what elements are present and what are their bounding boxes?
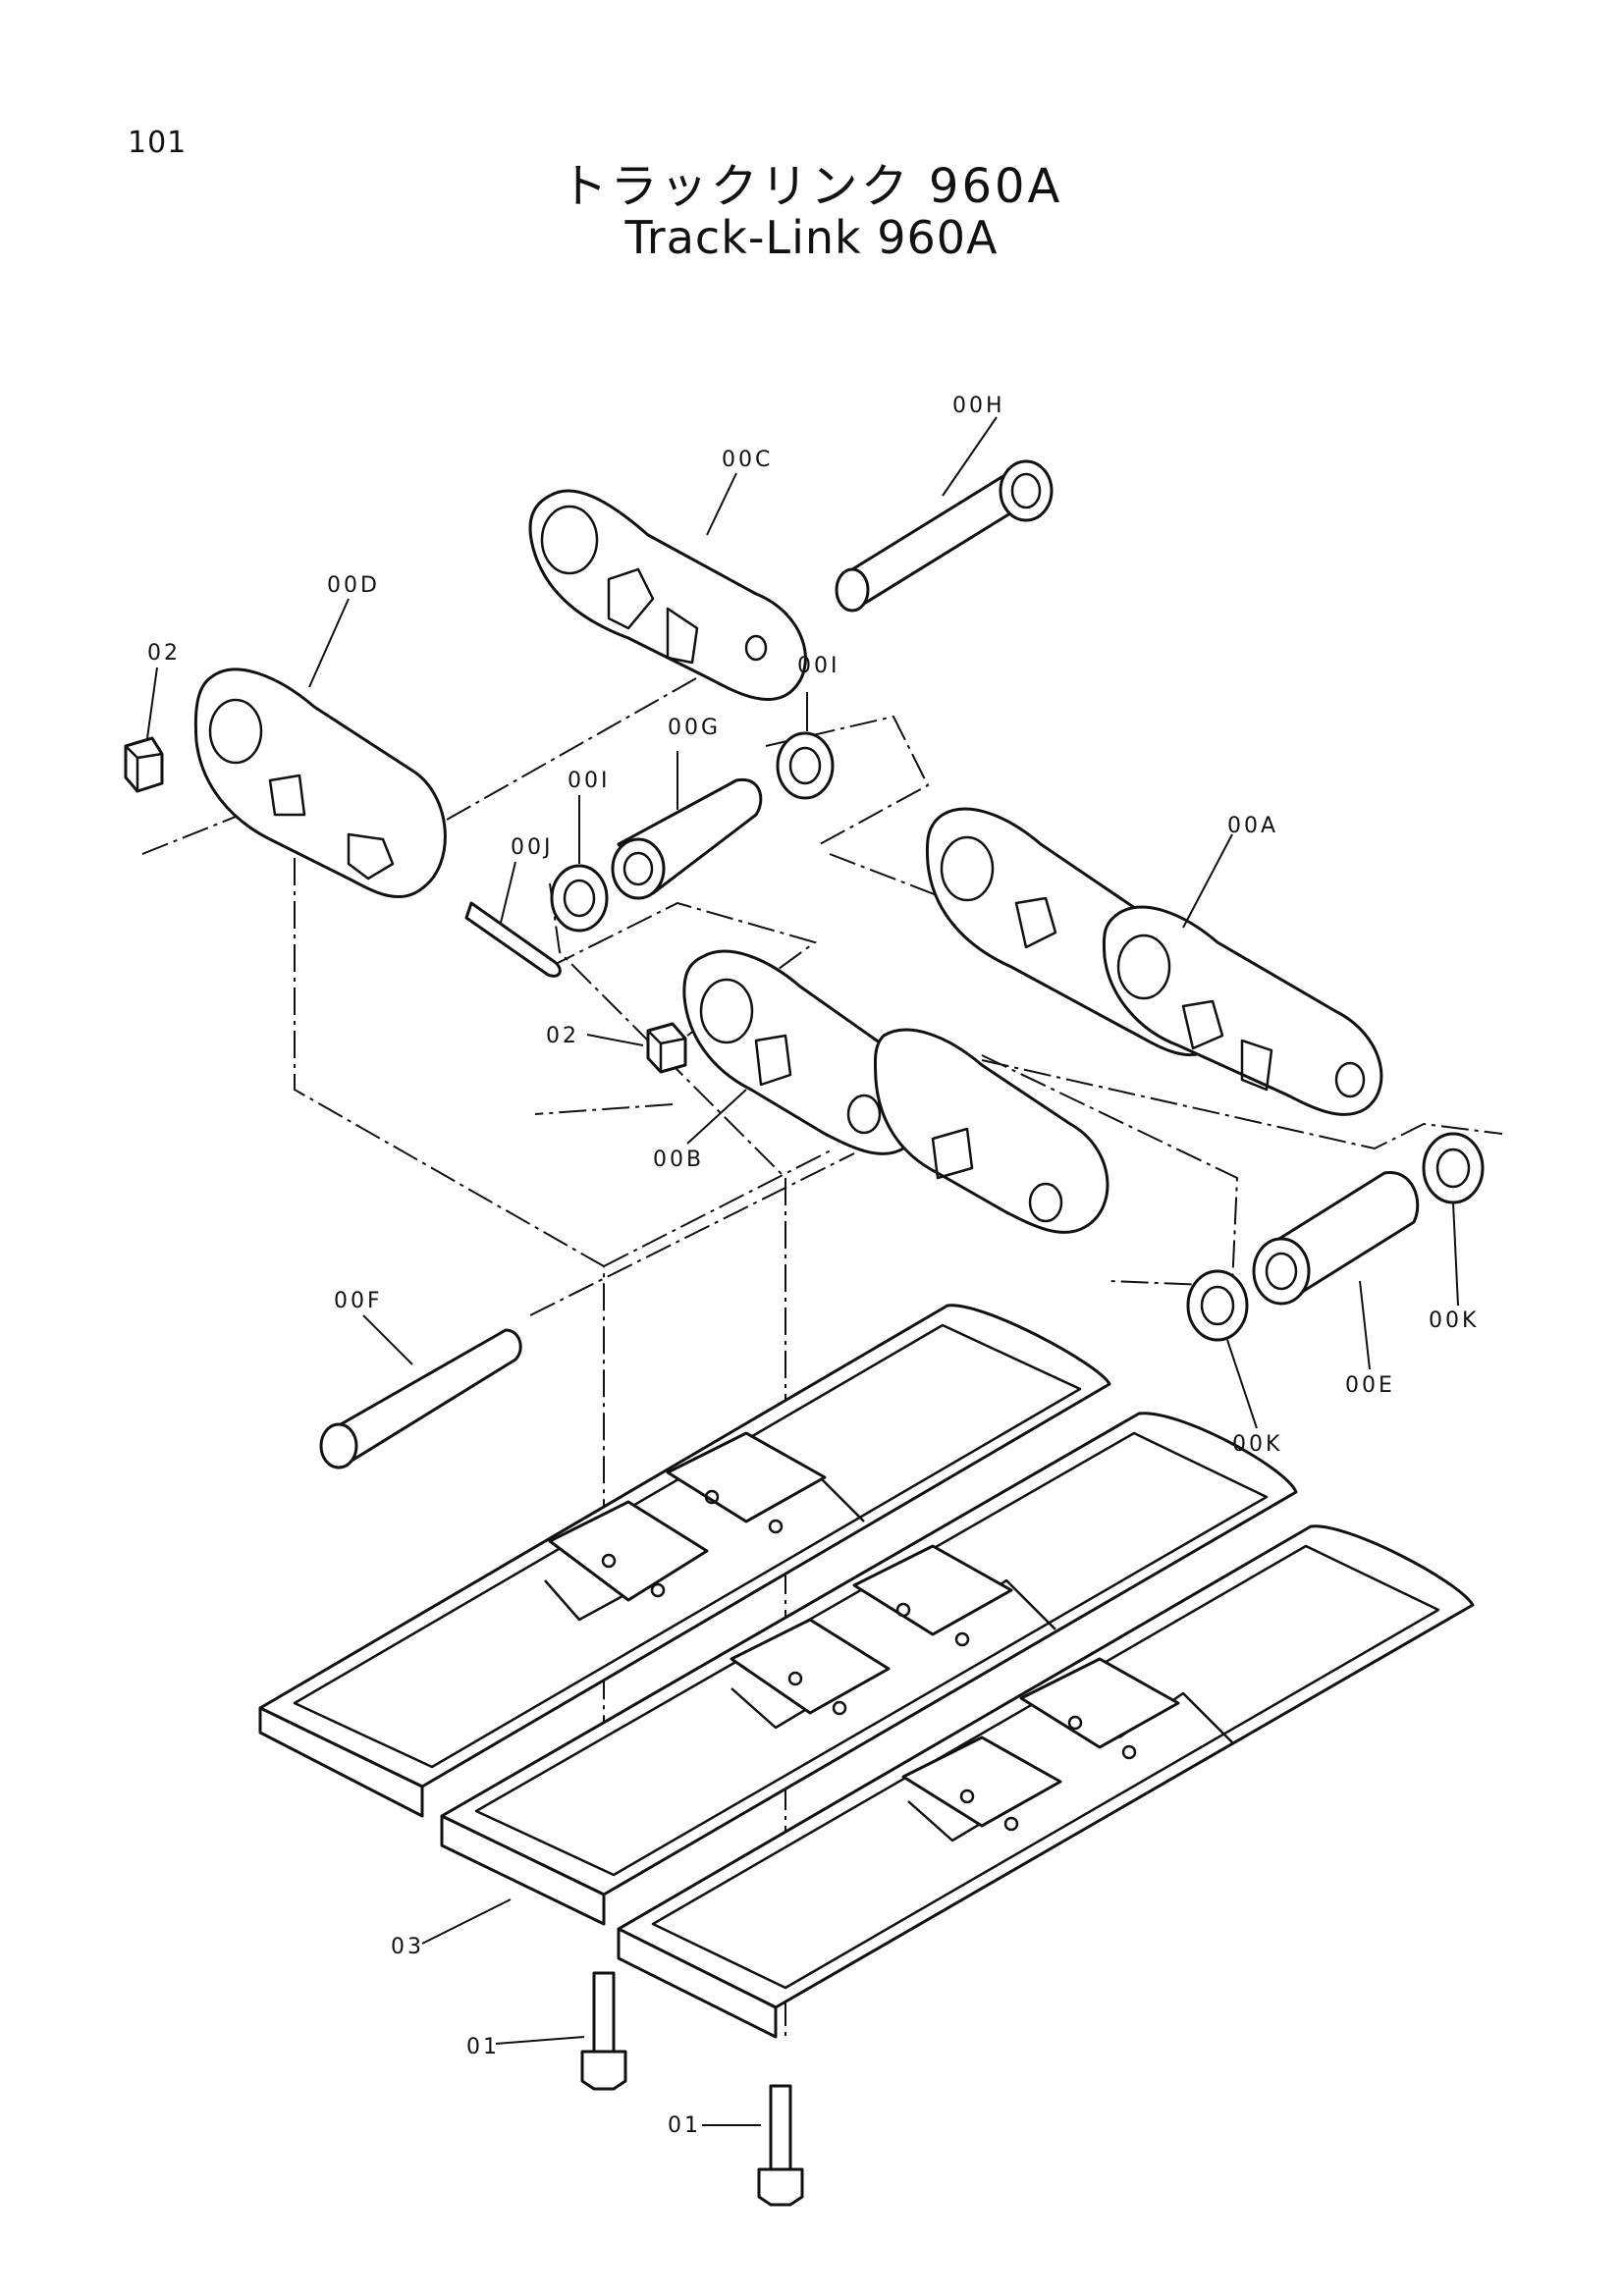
- part-00J-pin: [464, 901, 562, 978]
- part-00K-seal-bottom: [1186, 1269, 1249, 1342]
- label-00F: 00F: [334, 1289, 383, 1313]
- label-03: 03: [391, 1935, 424, 1959]
- part-01-bolt-bottom: [757, 2084, 804, 2207]
- part-00H-pin: [835, 459, 1054, 613]
- label-00E: 00E: [1345, 1373, 1395, 1398]
- label-01-bottom: 01: [668, 2113, 701, 2138]
- label-00G: 00G: [668, 716, 721, 740]
- part-00D-link: [193, 667, 447, 899]
- label-00K-right: 00K: [1429, 1308, 1479, 1333]
- label-00H: 00H: [952, 394, 1005, 418]
- label-00D: 00D: [327, 573, 380, 598]
- part-00I-seal-right: [776, 731, 835, 800]
- label-00C: 00C: [722, 448, 773, 472]
- part-00I-seal-left: [550, 864, 609, 933]
- label-00I-right: 00I: [797, 654, 839, 678]
- part-00C-link: [528, 489, 807, 702]
- part-03-shoe-bottom: [617, 1524, 1475, 2039]
- label-00B: 00B: [653, 1148, 704, 1172]
- leader-lines: [146, 416, 1459, 2126]
- label-01-left: 01: [466, 2035, 500, 2059]
- label-02-center: 02: [546, 1024, 579, 1048]
- part-00K-seal-right: [1422, 1132, 1485, 1204]
- page-number: 101: [128, 126, 188, 160]
- title-japanese: トラックリンク 960A: [560, 159, 1063, 214]
- title-english: Track-Link 960A: [624, 211, 999, 264]
- part-00F-pin: [319, 1328, 522, 1469]
- label-00K-bottom: 00K: [1232, 1432, 1282, 1457]
- part-labels: 00H 00C 00D 02 00I 00G 00I 00J 00A 02 00…: [147, 394, 1479, 2138]
- part-02-nut-left: [124, 736, 164, 793]
- part-02-nut-center: [646, 1022, 687, 1074]
- part-03-shoe-top: [258, 1304, 1111, 1818]
- label-02-left: 02: [147, 641, 181, 666]
- part-03-shoe-middle: [440, 1412, 1298, 1926]
- part-00E-bushing: [1252, 1171, 1420, 1306]
- part-00A-link: [925, 807, 1383, 1116]
- part-01-bolt-left: [580, 1971, 627, 2091]
- part-00B-link: [682, 949, 1109, 1234]
- part-00G-bushing: [611, 777, 763, 900]
- label-00A: 00A: [1227, 814, 1278, 838]
- label-00I-left: 00I: [568, 769, 610, 793]
- label-00J: 00J: [511, 835, 553, 860]
